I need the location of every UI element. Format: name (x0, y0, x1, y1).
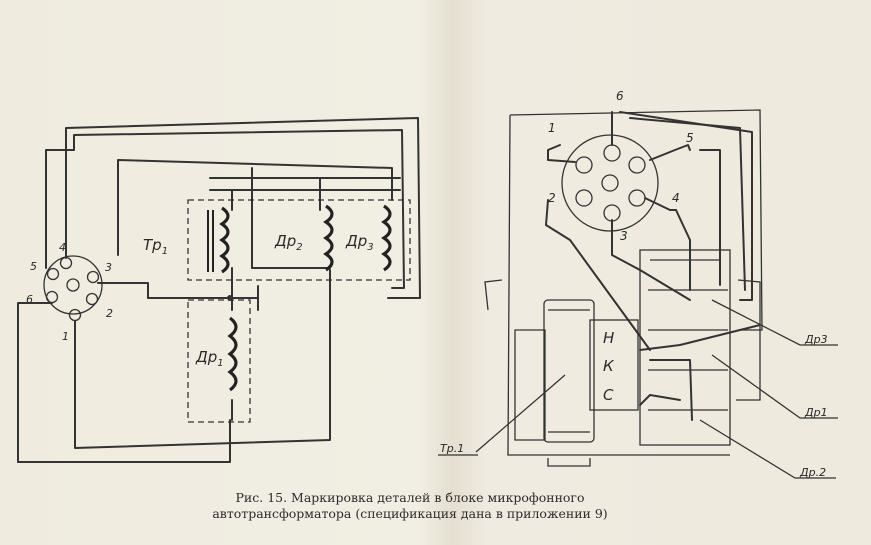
left-wires (17, 117, 421, 463)
nks-k: К (603, 357, 615, 375)
left-connector (43, 255, 103, 322)
right-connector (561, 134, 659, 232)
nks-n: Н (603, 329, 614, 347)
left-pin-labels: 4 5 3 6 2 1 (26, 241, 113, 343)
right-dr1-label: Др1 (804, 406, 828, 419)
chokes-stack (639, 249, 731, 446)
right-pin-5: 5 (686, 131, 694, 145)
right-pin-4: 4 (672, 191, 680, 205)
right-wires (545, 111, 761, 421)
leader-lines (438, 299, 838, 479)
right-tr1-body (514, 299, 595, 443)
dr2-label: Др2 (274, 232, 303, 253)
nks-capacitor: Н К С (589, 319, 639, 411)
right-pin-2: 2 (548, 191, 556, 205)
caption-line-1: Рис. 15. Маркировка деталей в блоке микр… (235, 490, 585, 505)
tr1-core (207, 210, 214, 272)
right-dr2-label: Др.2 (799, 466, 826, 479)
caption-line-2: автотрансформатора (спецификация дана в … (212, 506, 608, 521)
left-pin-2: 2 (106, 307, 113, 320)
right-pin-6: 6 (616, 89, 624, 103)
left-pin-5: 5 (30, 260, 37, 273)
coils (219, 204, 392, 392)
right-pin-1: 1 (548, 121, 556, 135)
left-pin-3: 3 (105, 261, 112, 274)
dr1-label: Др1 (195, 348, 224, 369)
right-tr1-label: Тр.1 (440, 442, 464, 455)
figure-caption: Рис. 15. Маркировка деталей в блоке микр… (150, 490, 670, 522)
right-dr3-label: Др3 (804, 333, 828, 346)
tr1-label: Тр1 (143, 236, 168, 257)
right-pin-3: 3 (620, 229, 628, 243)
left-pin-6: 6 (26, 293, 33, 306)
dr3-label: Др3 (345, 232, 374, 253)
left-dashed-boxes (187, 199, 411, 423)
nks-s: С (603, 386, 614, 404)
right-housing (484, 109, 763, 467)
right-pin-labels: 1 2 3 4 5 6 (548, 89, 694, 243)
left-pin-4: 4 (59, 241, 66, 254)
left-pin-1: 1 (62, 330, 69, 343)
